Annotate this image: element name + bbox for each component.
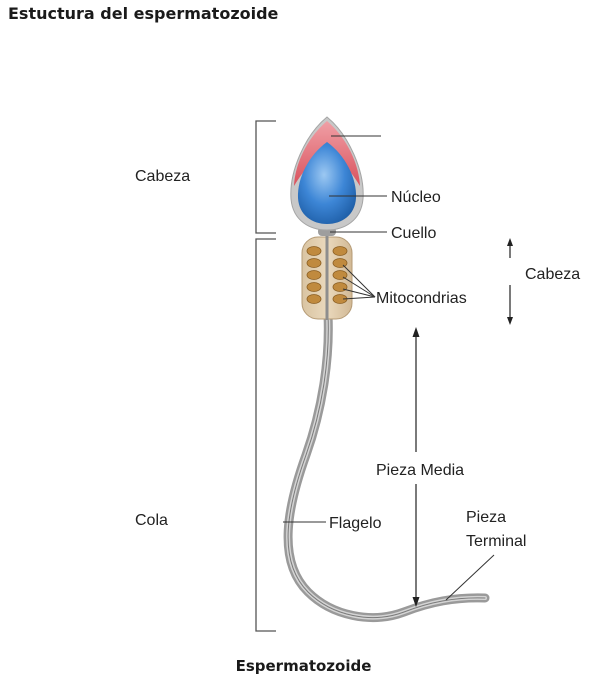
label-midpiece: Pieza Media xyxy=(376,462,464,479)
label-nucleus: Núcleo xyxy=(391,189,441,206)
head-length-arrows xyxy=(507,238,513,325)
head-bracket xyxy=(255,120,276,234)
page-title: Estuctura del espermatozoide xyxy=(8,4,279,23)
figure-caption: Espermatozoide xyxy=(235,657,372,675)
leader-lines xyxy=(283,135,495,601)
midpiece-length-arrow xyxy=(412,327,420,607)
tail-bracket xyxy=(255,238,276,632)
label-flagellum: Flagelo xyxy=(329,515,382,532)
label-tail-region: Cola xyxy=(135,512,168,529)
label-end-piece-1: Pieza xyxy=(466,509,506,526)
label-head-region: Cabeza xyxy=(135,168,190,185)
label-mitochondria: Mitocondrias xyxy=(376,290,467,307)
label-head-length: Cabeza xyxy=(525,266,580,283)
label-neck: Cuello xyxy=(391,225,436,242)
label-end-piece-2: Terminal xyxy=(466,533,526,550)
nucleus-shape xyxy=(297,142,357,224)
